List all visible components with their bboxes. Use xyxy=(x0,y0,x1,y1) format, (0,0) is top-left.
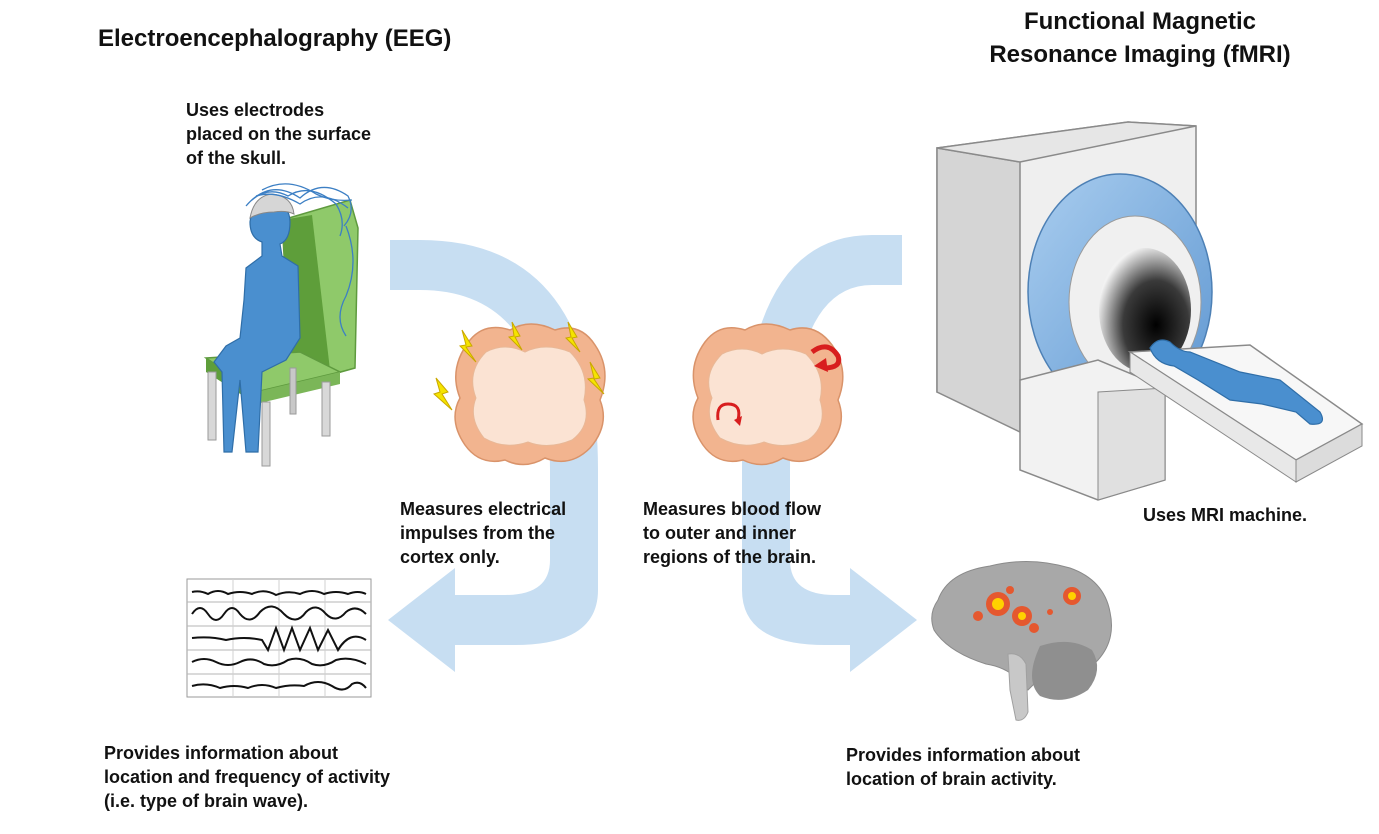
caption-line: of the skull. xyxy=(186,148,287,168)
caption-line: impulses from the xyxy=(400,523,556,543)
caption-line: Provides information about xyxy=(104,743,339,763)
mri-machine-illustration xyxy=(936,121,1364,501)
caption-line: location of brain activity. xyxy=(846,769,1057,789)
caption-line: (i.e. type of brain wave). xyxy=(104,791,309,811)
caption-line: Measures electrical xyxy=(400,499,567,519)
caption-line: Provides information about xyxy=(846,745,1081,765)
fmri-brain-illustration xyxy=(692,323,844,466)
eeg-measures-caption: Measures electrical impulses from the co… xyxy=(400,497,566,569)
caption-line: placed on the surface xyxy=(186,124,372,144)
eeg-provides-caption: Provides information about location and … xyxy=(104,741,390,813)
fmri-machine-caption: Uses MRI machine. xyxy=(1143,505,1308,525)
fmri-title: Functional Magnetic Resonance Imaging (f… xyxy=(940,5,1340,71)
eeg-waveform-chart xyxy=(186,578,372,698)
caption-line: Measures blood flow xyxy=(643,499,822,519)
fmri-measures-caption: Measures blood flow to outer and inner r… xyxy=(643,497,821,569)
caption-line: Uses electrodes xyxy=(186,100,325,120)
caption-line: cortex only. xyxy=(400,547,500,567)
caption-line: location and frequency of activity xyxy=(104,767,391,787)
fmri-provides-caption: Provides information about location of b… xyxy=(846,743,1080,791)
eeg-title: Electroencephalography (EEG) xyxy=(98,25,452,52)
eeg-chair-person-illustration xyxy=(203,183,359,467)
eeg-brain-illustration xyxy=(433,321,606,466)
fmri-title-line: Functional Magnetic xyxy=(1023,8,1256,35)
caption-line: regions of the brain. xyxy=(643,547,817,567)
fmri-title-line: Resonance Imaging (fMRI) xyxy=(989,41,1291,68)
eeg-electrodes-caption: Uses electrodes placed on the surface of… xyxy=(186,98,371,170)
fmri-activity-brain-illustration xyxy=(931,561,1112,721)
caption-line: to outer and inner xyxy=(643,523,796,543)
